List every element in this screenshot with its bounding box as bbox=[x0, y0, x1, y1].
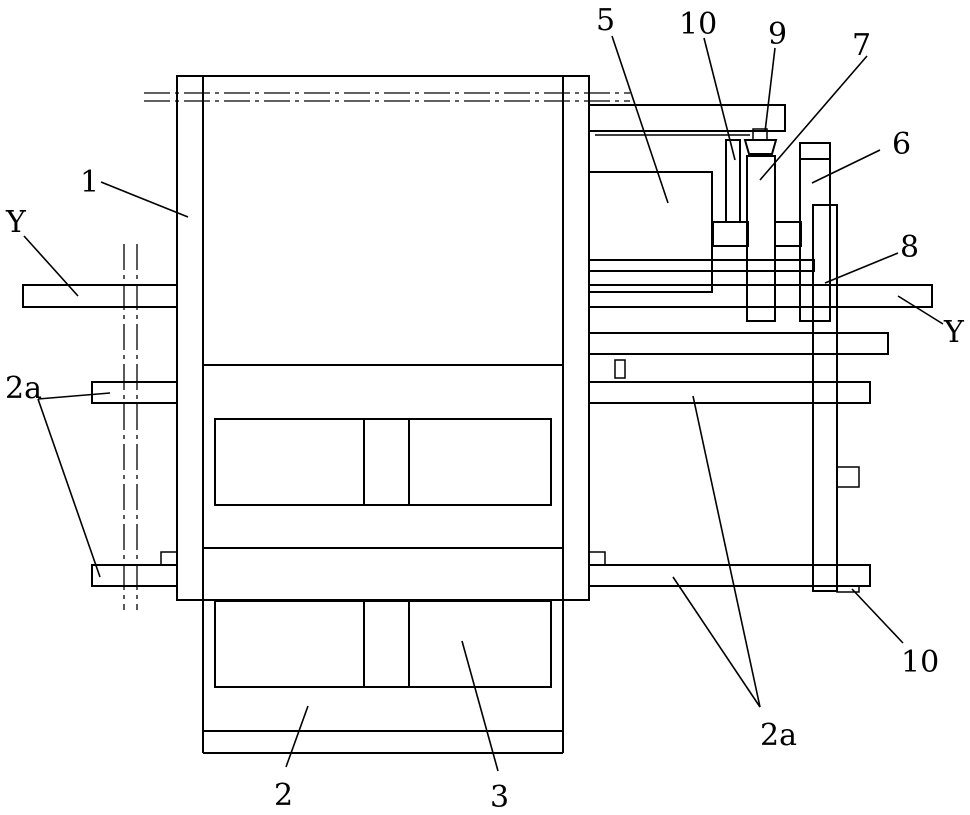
label-3: 3 bbox=[490, 780, 509, 815]
lower-block bbox=[215, 601, 551, 687]
left-pins bbox=[92, 382, 177, 586]
label-2a-right: 2a bbox=[760, 718, 797, 753]
right-mechanism bbox=[589, 105, 932, 592]
label-6: 6 bbox=[892, 127, 911, 162]
motor bbox=[589, 172, 712, 292]
part-labels: 1 Y 2a 5 10 9 7 6 8 Y 10 2a 2 3 bbox=[5, 3, 965, 815]
rail-mid bbox=[589, 382, 870, 403]
bar bbox=[589, 260, 814, 271]
nut bbox=[745, 140, 776, 154]
main-frame bbox=[177, 76, 589, 753]
label-y-right: Y bbox=[943, 315, 965, 350]
plate bbox=[800, 159, 830, 321]
center-lines bbox=[124, 93, 630, 610]
label-2: 2 bbox=[274, 778, 293, 813]
label-9: 9 bbox=[768, 17, 787, 52]
right-axle bbox=[589, 285, 932, 307]
label-1: 1 bbox=[80, 165, 99, 200]
label-8: 8 bbox=[900, 230, 919, 265]
frame-outer bbox=[177, 76, 589, 600]
label-2a-left: 2a bbox=[5, 371, 42, 406]
plate-top bbox=[800, 143, 830, 159]
left-axle bbox=[23, 285, 177, 307]
label-10-top: 10 bbox=[679, 7, 717, 42]
label-10-bottom: 10 bbox=[901, 645, 939, 680]
top-bracket bbox=[589, 105, 785, 131]
label-5: 5 bbox=[596, 3, 615, 38]
label-y-left: Y bbox=[5, 205, 27, 240]
vertical-guide bbox=[813, 205, 837, 591]
upper-block bbox=[215, 419, 551, 505]
wheel-shaft bbox=[747, 156, 775, 321]
label-7: 7 bbox=[852, 28, 871, 63]
